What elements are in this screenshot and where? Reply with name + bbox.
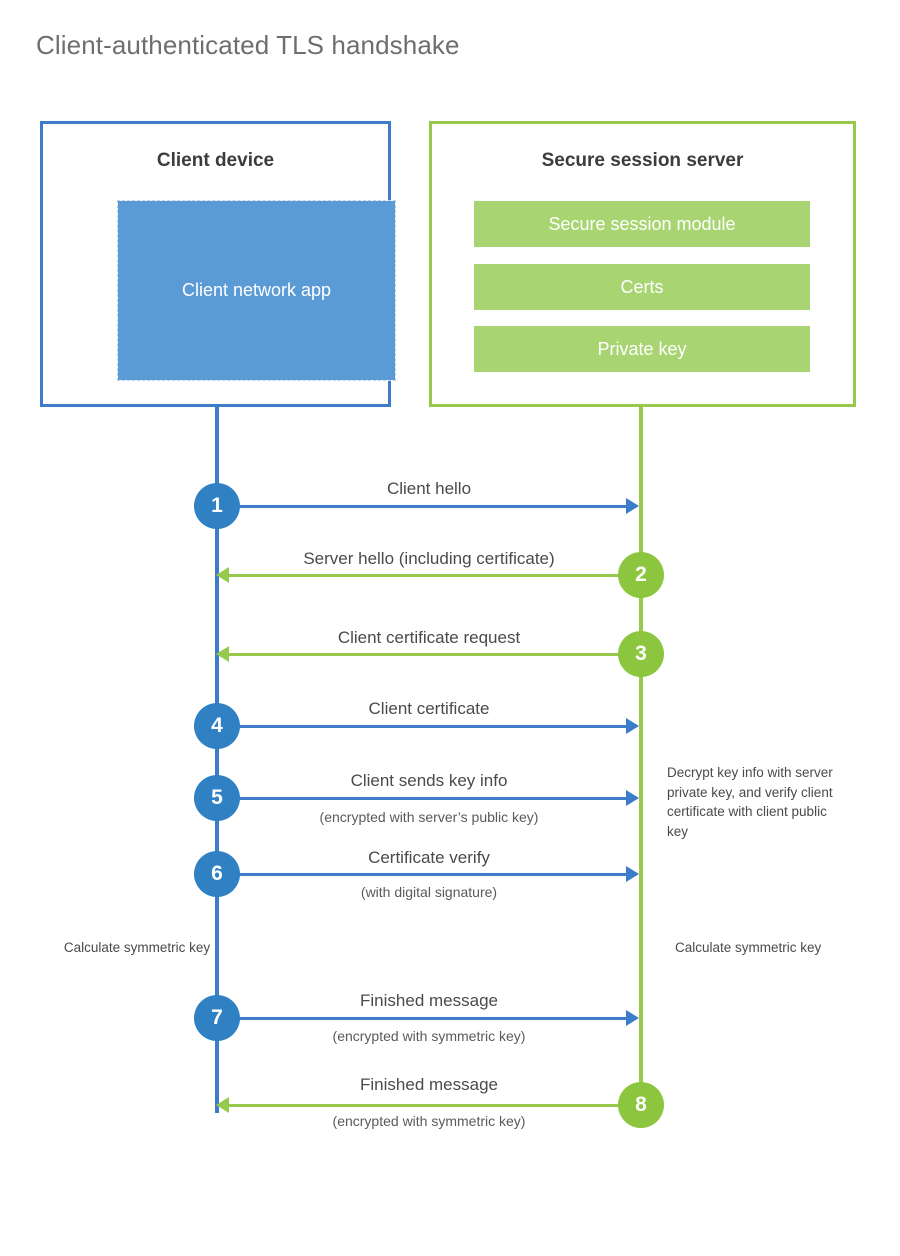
step-5-arrow-line bbox=[217, 797, 626, 800]
step-8-arrow-head bbox=[216, 1097, 229, 1113]
step-2-label: Server hello (including certificate) bbox=[303, 549, 555, 568]
note-server-decrypt-verify: Decrypt key info with server private key… bbox=[667, 765, 833, 839]
step-6-label: Certificate verify bbox=[368, 848, 490, 867]
lifeline-client bbox=[215, 407, 219, 1113]
step-3-arrow-head bbox=[216, 646, 229, 662]
step-8-sublabel: (encrypted with symmetric key) bbox=[332, 1113, 526, 1129]
step-6-sublabel: (with digital signature) bbox=[360, 884, 498, 900]
actor-box-client-device: Client device Client network app bbox=[40, 121, 396, 407]
step-badge-4[interactable]: 4 bbox=[194, 703, 240, 749]
step-badge-7[interactable]: 7 bbox=[194, 995, 240, 1041]
step-2-arrow-line bbox=[229, 574, 641, 577]
step-badge-5[interactable]: 5 bbox=[194, 775, 240, 821]
note-client-calculate-symmetric-key: Calculate symmetric key bbox=[63, 940, 211, 955]
server-bar-secure-session-module: Secure session module bbox=[474, 201, 810, 247]
step-5-label: Client sends key info bbox=[350, 771, 508, 790]
step-badge-1[interactable]: 1 bbox=[194, 483, 240, 529]
step-2-arrow-head bbox=[216, 567, 229, 583]
step-1-label: Client hello bbox=[386, 479, 472, 498]
client-network-app-block: Client network app bbox=[117, 200, 396, 381]
step-3-arrow-line bbox=[229, 653, 641, 656]
step-8-label: Finished message bbox=[360, 1075, 498, 1094]
note-server-calculate-symmetric-key: Calculate symmetric key bbox=[675, 940, 822, 955]
client-device-title: Client device bbox=[156, 150, 275, 171]
page-title: Client-authenticated TLS handshake bbox=[36, 30, 460, 60]
step-8-arrow-line bbox=[229, 1104, 641, 1107]
server-bar-private-key: Private key bbox=[474, 326, 810, 372]
step-badge-3[interactable]: 3 bbox=[618, 631, 664, 677]
step-5-arrow-head bbox=[626, 790, 639, 806]
step-5-sublabel: (encrypted with server’s public key) bbox=[319, 809, 539, 825]
lifeline-server bbox=[639, 407, 643, 1107]
secure-session-server-title: Secure session server bbox=[541, 150, 744, 171]
step-7-arrow-head bbox=[626, 1010, 639, 1026]
step-badge-8[interactable]: 8 bbox=[618, 1082, 664, 1128]
step-6-arrow-head bbox=[626, 866, 639, 882]
server-bar-certs: Certs bbox=[474, 264, 810, 310]
step-3-label: Client certificate request bbox=[337, 628, 521, 647]
step-badge-6[interactable]: 6 bbox=[194, 851, 240, 897]
step-6-arrow-line bbox=[217, 873, 626, 876]
step-4-label: Client certificate bbox=[368, 699, 490, 718]
step-4-arrow-line bbox=[217, 725, 626, 728]
step-7-label: Finished message bbox=[360, 991, 498, 1010]
step-7-arrow-line bbox=[217, 1017, 626, 1020]
step-1-arrow-line bbox=[217, 505, 626, 508]
step-4-arrow-head bbox=[626, 718, 639, 734]
step-badge-2[interactable]: 2 bbox=[618, 552, 664, 598]
step-1-arrow-head bbox=[626, 498, 639, 514]
step-7-sublabel: (encrypted with symmetric key) bbox=[332, 1028, 526, 1044]
actor-box-secure-session-server: Secure session server Secure session mod… bbox=[429, 121, 856, 407]
